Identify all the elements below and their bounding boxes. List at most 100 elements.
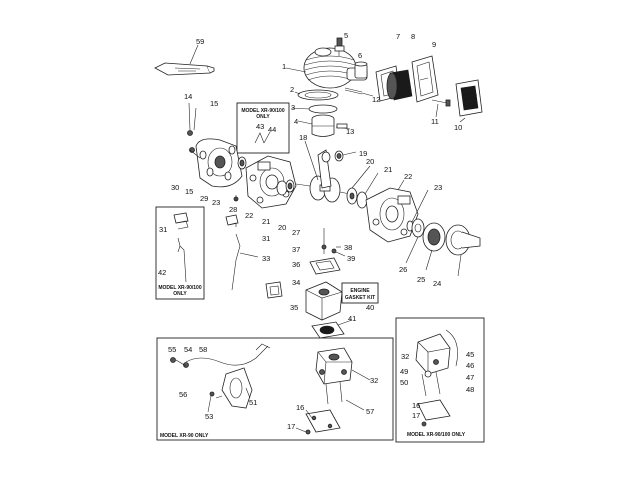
sealant-tube-part bbox=[154, 44, 215, 76]
gasket-35-part bbox=[265, 281, 283, 299]
callout-25: 25 bbox=[417, 275, 425, 284]
washer-26-part bbox=[405, 218, 425, 264]
callout-31a: 31 bbox=[159, 225, 167, 234]
callout-43: 43 bbox=[256, 122, 264, 131]
callout-42: 42 bbox=[158, 268, 166, 277]
pin-12-part bbox=[344, 87, 374, 97]
callout-32a: 32 bbox=[370, 376, 378, 385]
callout-55: 55 bbox=[168, 345, 176, 354]
model-box-left-line2: ONLY bbox=[173, 291, 187, 297]
callout-labels: 59 5 1 6 7 8 9 2 12 3 4 13 11 10 14 15 4… bbox=[158, 31, 474, 431]
callout-5: 5 bbox=[344, 31, 348, 40]
model-box-top-line2: ONLY bbox=[256, 114, 270, 120]
model-box-left: MODEL XR-90/100 ONLY bbox=[155, 206, 205, 300]
callout-14: 14 bbox=[184, 92, 192, 101]
callout-40: 40 bbox=[366, 303, 374, 312]
callout-28: 28 bbox=[229, 205, 237, 214]
callout-38: 38 bbox=[344, 243, 352, 252]
callout-4: 4 bbox=[294, 117, 298, 126]
callout-11: 11 bbox=[431, 117, 439, 126]
callout-23b: 23 bbox=[434, 183, 442, 192]
plate-16-part bbox=[305, 409, 341, 433]
callout-59: 59 bbox=[196, 37, 204, 46]
gasket-41-part bbox=[311, 319, 353, 339]
screw-17-part bbox=[295, 427, 311, 435]
drum-24-part bbox=[445, 224, 481, 277]
callout-19: 19 bbox=[359, 149, 367, 158]
callout-45: 45 bbox=[466, 350, 474, 359]
callout-20a: 20 bbox=[278, 223, 286, 232]
callout-3a: 3 bbox=[291, 103, 295, 112]
callout-15b: 15 bbox=[185, 187, 193, 196]
washer-23-left bbox=[237, 156, 247, 170]
callout-20b: 20 bbox=[366, 157, 374, 166]
clutch-25-part bbox=[422, 222, 446, 271]
callout-27: 27 bbox=[292, 228, 300, 237]
callout-26: 26 bbox=[399, 265, 407, 274]
callout-49: 49 bbox=[400, 367, 408, 376]
callout-35: 35 bbox=[290, 303, 298, 312]
callout-36: 36 bbox=[292, 260, 300, 269]
callout-16b: 16 bbox=[412, 401, 420, 410]
bearing-21-right bbox=[356, 172, 379, 209]
model-box-bottom-left: MODEL XR-90 ONLY bbox=[156, 337, 394, 441]
piston-ring-part bbox=[291, 104, 338, 114]
callout-21b: 21 bbox=[384, 165, 392, 174]
callout-54: 54 bbox=[184, 345, 192, 354]
callout-1: 1 bbox=[282, 62, 286, 71]
callout-16a: 16 bbox=[296, 403, 304, 412]
callout-58: 58 bbox=[199, 345, 207, 354]
bearing-left-part bbox=[276, 179, 295, 196]
callout-48: 48 bbox=[466, 385, 474, 394]
callout-29: 29 bbox=[200, 194, 208, 203]
spark-plug-part bbox=[334, 37, 345, 56]
filter-element-8-part bbox=[386, 69, 413, 101]
callout-41: 41 bbox=[348, 314, 356, 323]
callout-31b: 31 bbox=[262, 234, 270, 243]
callout-17b: 17 bbox=[412, 411, 420, 420]
piston-part bbox=[297, 114, 351, 137]
housing-10-part bbox=[455, 79, 483, 123]
callout-8: 8 bbox=[411, 32, 415, 41]
callout-18: 18 bbox=[299, 133, 307, 142]
screw-28-part bbox=[233, 195, 239, 202]
callout-50: 50 bbox=[400, 378, 408, 387]
callout-30: 30 bbox=[171, 183, 179, 192]
crankshaft-part bbox=[295, 140, 361, 203]
callout-46: 46 bbox=[466, 361, 474, 370]
callout-7: 7 bbox=[396, 32, 400, 41]
model-box-top: MODEL XR-90/100 ONLY bbox=[236, 102, 290, 154]
long-screws-57 bbox=[325, 381, 365, 411]
callout-23a: 23 bbox=[212, 198, 220, 207]
carburetor-part bbox=[315, 347, 371, 385]
model-box-left-line1: MODEL XR-90/100 bbox=[158, 285, 201, 291]
callout-39: 39 bbox=[347, 254, 355, 263]
gasket-kit-line2: GASKET KIT bbox=[345, 295, 375, 301]
callout-12: 12 bbox=[372, 95, 380, 104]
callout-15a: 15 bbox=[210, 99, 218, 108]
gasket-kit-line1: ENGINE bbox=[350, 288, 370, 294]
screw-14-part bbox=[187, 102, 197, 153]
callout-44: 44 bbox=[268, 125, 276, 134]
callout-24: 24 bbox=[433, 279, 441, 288]
callout-9: 9 bbox=[432, 40, 436, 49]
callout-37: 37 bbox=[292, 245, 300, 254]
callout-13: 13 bbox=[346, 127, 354, 136]
intake-adapter-34-part bbox=[305, 281, 343, 321]
callout-53: 53 bbox=[205, 412, 213, 421]
callout-51: 51 bbox=[249, 398, 257, 407]
model-box-bottom-right-label: MODEL XR-90/100 ONLY bbox=[407, 432, 466, 438]
callout-22b: 22 bbox=[404, 172, 412, 181]
callout-32b: 32 bbox=[401, 352, 409, 361]
reed-plate-36-part bbox=[309, 257, 341, 275]
callout-56: 56 bbox=[179, 390, 187, 399]
crankcase-right-part bbox=[365, 179, 419, 243]
block-31-part bbox=[225, 214, 239, 227]
filter-cover-9-part bbox=[411, 55, 439, 103]
model-box-top-line1: MODEL XR-90/100 bbox=[241, 108, 284, 114]
cylinder-gasket-part bbox=[294, 89, 339, 101]
engine-gasket-kit-label: ENGINE GASKET KIT bbox=[341, 282, 379, 304]
screws-37-39 bbox=[321, 228, 346, 257]
